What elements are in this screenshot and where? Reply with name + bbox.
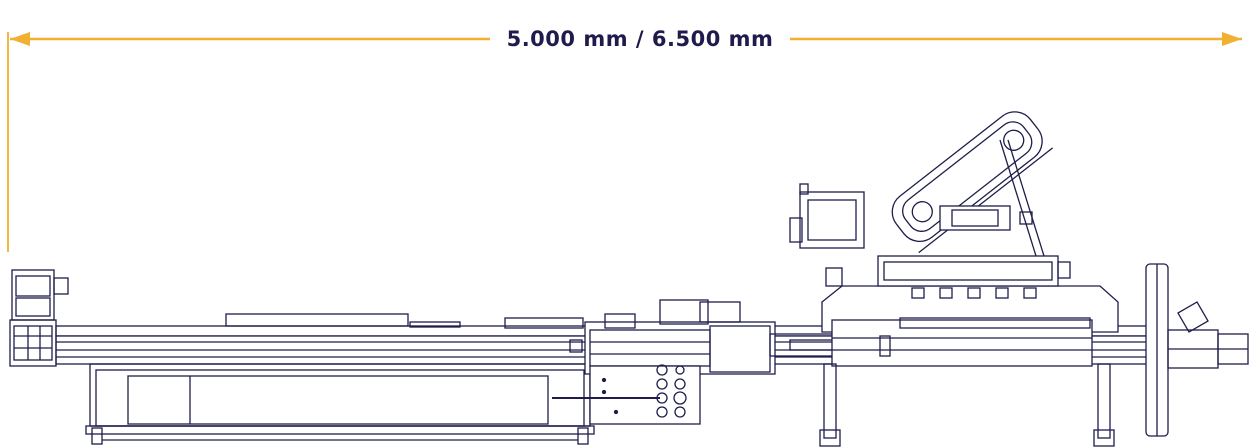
control-panel xyxy=(552,364,701,425)
clamp-assembly xyxy=(504,299,859,375)
dimension-label: 5.000 mm / 6.500 mm xyxy=(490,24,790,54)
dimension-arrow xyxy=(7,32,1242,252)
lower-cabinet xyxy=(85,363,595,445)
support-strut xyxy=(999,139,1037,257)
bending-head xyxy=(819,255,1119,447)
machine-linework xyxy=(9,111,1249,447)
swing-arm xyxy=(891,111,1054,254)
die-wheel xyxy=(1145,263,1249,437)
carriage-plate xyxy=(225,313,409,327)
left-motor-block xyxy=(9,269,69,367)
rear-unit xyxy=(789,183,1033,249)
